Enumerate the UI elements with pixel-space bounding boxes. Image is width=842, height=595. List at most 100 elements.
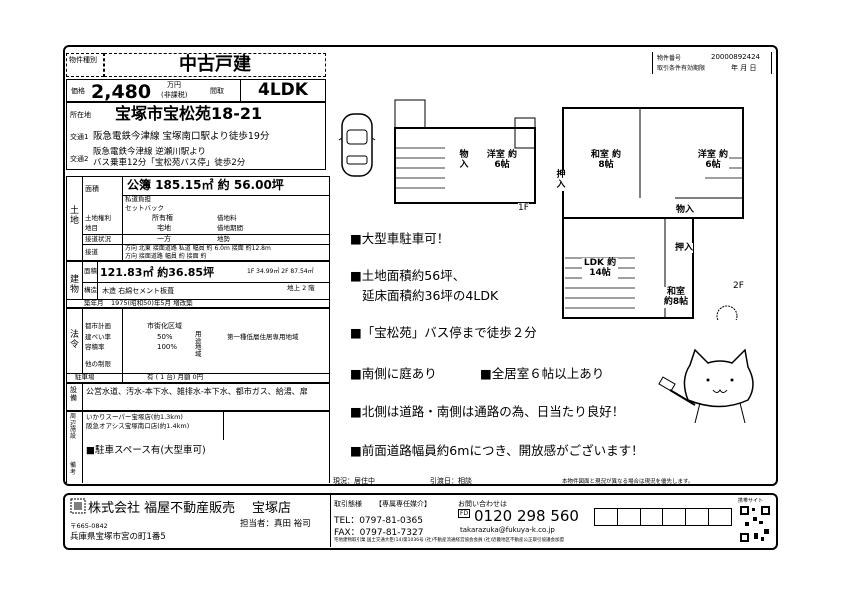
remark-label: 備考 <box>70 462 77 477</box>
road-label: 接道 <box>85 248 98 256</box>
room-japanese-2: 和室 約8帖 <box>662 287 690 308</box>
room-japanese-1: 和室 約8帖 <box>590 150 622 171</box>
fax: FAX：0797-81-7327 <box>334 528 424 538</box>
company-logo-icon <box>70 498 86 514</box>
staff-name: 担当者：真田 裕司 <box>240 519 311 529</box>
feature-2: ■土地面積約56坪、 <box>350 268 466 283</box>
lease-label: 借地料 <box>217 214 237 222</box>
road-info-2: 方向 接面道路 幅員 約 接面 約 <box>125 253 207 260</box>
feature-1: ■大型車駐車可！ <box>350 231 450 246</box>
valid-date: 年 月 日 <box>731 64 757 72</box>
city-plan-label: 都市計画 <box>85 322 111 330</box>
category-label: 地目 <box>85 224 98 232</box>
land-section-label: 土地 <box>70 206 80 226</box>
contact-label: お問い合わせは <box>458 500 507 508</box>
road-info-1: 方向 北東 接面道路 私道 幅員 約 6.0m 接面 約12.8m <box>125 245 271 252</box>
footer-divider <box>330 495 331 547</box>
nearby-section: 周辺施設 いかりスーパー宝塚店(約1.3km) 阪急オアシス宝塚南口店(約1.4… <box>66 411 330 483</box>
disclaimer-note: 本物件図面と現況が異なる場合は現況を優先します。 <box>562 479 694 485</box>
qr-label: 携帯サイト <box>738 498 764 504</box>
property-type: 中古戸建 <box>104 53 326 77</box>
address-access-box: 所在地 宝塚市宝松苑18-21 交通1 阪急電鉄今津線 宝塚南口駅より徒歩19分… <box>66 102 326 170</box>
floor-label-1f: 1F <box>518 203 529 214</box>
postal-code: 〒665-0842 <box>70 522 108 530</box>
facilities: 公営水道、汚水-本下水、雑排水-本下水、都市ガス、給湯、扉 <box>86 387 308 396</box>
freedial-number[interactable]: 0120 298 560 <box>474 507 579 525</box>
rights-label: 土地権利 <box>85 214 111 222</box>
address-label: 所在地 <box>70 111 91 119</box>
floor-area: 121.83㎡ 約36.85坪 <box>100 266 215 279</box>
id-box: 物件番号 取引条件有効期限 2000089242​4 年 月 日 <box>652 52 772 74</box>
stamp-box <box>641 509 664 525</box>
access1: 阪急電鉄今津線 宝塚南口駅より徒歩19分 <box>93 131 270 142</box>
access2-label: 交通2 <box>70 155 89 163</box>
nearby-label: 周辺施設 <box>70 413 77 440</box>
stamp-box <box>595 509 618 525</box>
access2-line1: 阪急電鉄今津線 逆瀬川駅より <box>93 147 207 157</box>
feature-5: ■全居室６帖以上あり <box>480 366 605 381</box>
email[interactable]: takarazuka@fukuya-k.co.jp <box>460 526 555 534</box>
stories: 地上 2 階 <box>287 284 315 292</box>
structure: 木造 右綿セメント板葺 <box>102 287 175 295</box>
stamp-box <box>618 509 641 525</box>
branch-name: 宝塚店 <box>252 501 292 516</box>
build-date: 1975(昭和50)年5月 増改築 <box>111 299 193 307</box>
private-road: 私道負担 <box>125 195 151 203</box>
room-western-1: 洋室 約6帖 <box>486 150 518 171</box>
terrain-label: 接道状況 <box>85 235 111 243</box>
feature-3: ■「宝松苑」バス停まで徒歩２分 <box>350 325 537 340</box>
room-closet-1: 押入 <box>555 170 567 191</box>
main-frame <box>63 45 778 486</box>
company-name: 株式会社 福屋不動産販売 <box>88 501 236 516</box>
date-label: 取引条件有効期限 <box>657 65 706 72</box>
other-restrictions-label: 他の制限 <box>85 360 111 368</box>
nearby-item-1: いかりスーパー宝塚店(約1.3km) <box>86 413 183 421</box>
company-address: 兵庫県宝塚市宮の町1番5 <box>70 532 166 542</box>
land-category: 宅地 <box>157 224 171 232</box>
stamp-box <box>663 509 687 525</box>
property-id: 2000089242​4 <box>711 53 760 61</box>
floor-plan <box>394 99 744 320</box>
building-coverage: 50% <box>157 333 173 341</box>
building-section: 建物 面積 121.83㎡ 約36.85坪 1F 34.99㎡ 2F 87.54… <box>66 261 330 308</box>
id-label: 物件番号 <box>657 55 682 62</box>
access2-line2: バス乗車12分「宝松苑バス停」徒歩2分 <box>93 158 246 168</box>
type-label: 物件種別 <box>66 53 104 77</box>
far-label: 容積率 <box>85 343 105 351</box>
remark: ■駐車スペース有(大型車可) <box>86 445 206 456</box>
price-unit: 万円 <box>167 81 181 89</box>
room-storage-2: 物入 <box>676 205 695 216</box>
qr-code-icon[interactable] <box>739 505 771 543</box>
room-closet-2: 押入 <box>675 243 694 254</box>
deal-label: 取引態様 <box>334 500 362 508</box>
build-date-label: 築年月 <box>84 299 104 307</box>
land-rights: 所有権 <box>152 214 173 222</box>
floor-area-label: 面積 <box>84 267 97 275</box>
zone: 第一種低層住居専用地域 <box>227 333 299 341</box>
city-plan: 市街化区域 <box>147 322 182 330</box>
cat-mascot-icon <box>658 348 754 424</box>
room-storage: 物入 <box>457 150 471 171</box>
land-area-label: 面積 <box>85 185 99 193</box>
price-box: 価格 2,480 万円 (非課税) 間取 <box>66 79 241 103</box>
compass-icon <box>716 305 738 320</box>
tel[interactable]: TEL：0797-81-0365 <box>334 516 423 526</box>
law-section: 法令 都市計画 市街化区域 建ぺい率 50% 容積率 100% 用途地域 第一種… <box>66 308 330 383</box>
stamp-boxes <box>594 508 732 526</box>
parking: 有 ( 1 台) 月額 0円 <box>147 373 204 381</box>
floor-area-ratio: 100% <box>157 343 178 351</box>
deal-type: 【専属専任媒介】 <box>375 500 431 508</box>
floor-label-2f: 2F <box>733 281 744 292</box>
address: 宝塚市宝松苑18-21 <box>115 104 263 123</box>
feature-7: ■前面道路幅員約6mにつき、開放感がございます！ <box>350 443 644 458</box>
facilities-label: 設備 <box>70 386 77 402</box>
feature-4: ■南側に庭あり <box>350 366 437 381</box>
car-icon <box>338 113 376 177</box>
setback: セットバック <box>125 204 164 212</box>
stamp-box <box>709 509 731 525</box>
current-status: 現況：居住中 <box>333 477 375 485</box>
layout-label: 間取 <box>210 87 224 95</box>
floor-breakdown: 1F 34.99㎡ 2F 87.54㎡ <box>247 268 314 275</box>
license-fine-print: 宅地建物取引業 国土交通大臣(14)第1036号 (社)不動産流通経営協会会員 … <box>334 538 564 543</box>
stamp-box <box>686 509 710 525</box>
